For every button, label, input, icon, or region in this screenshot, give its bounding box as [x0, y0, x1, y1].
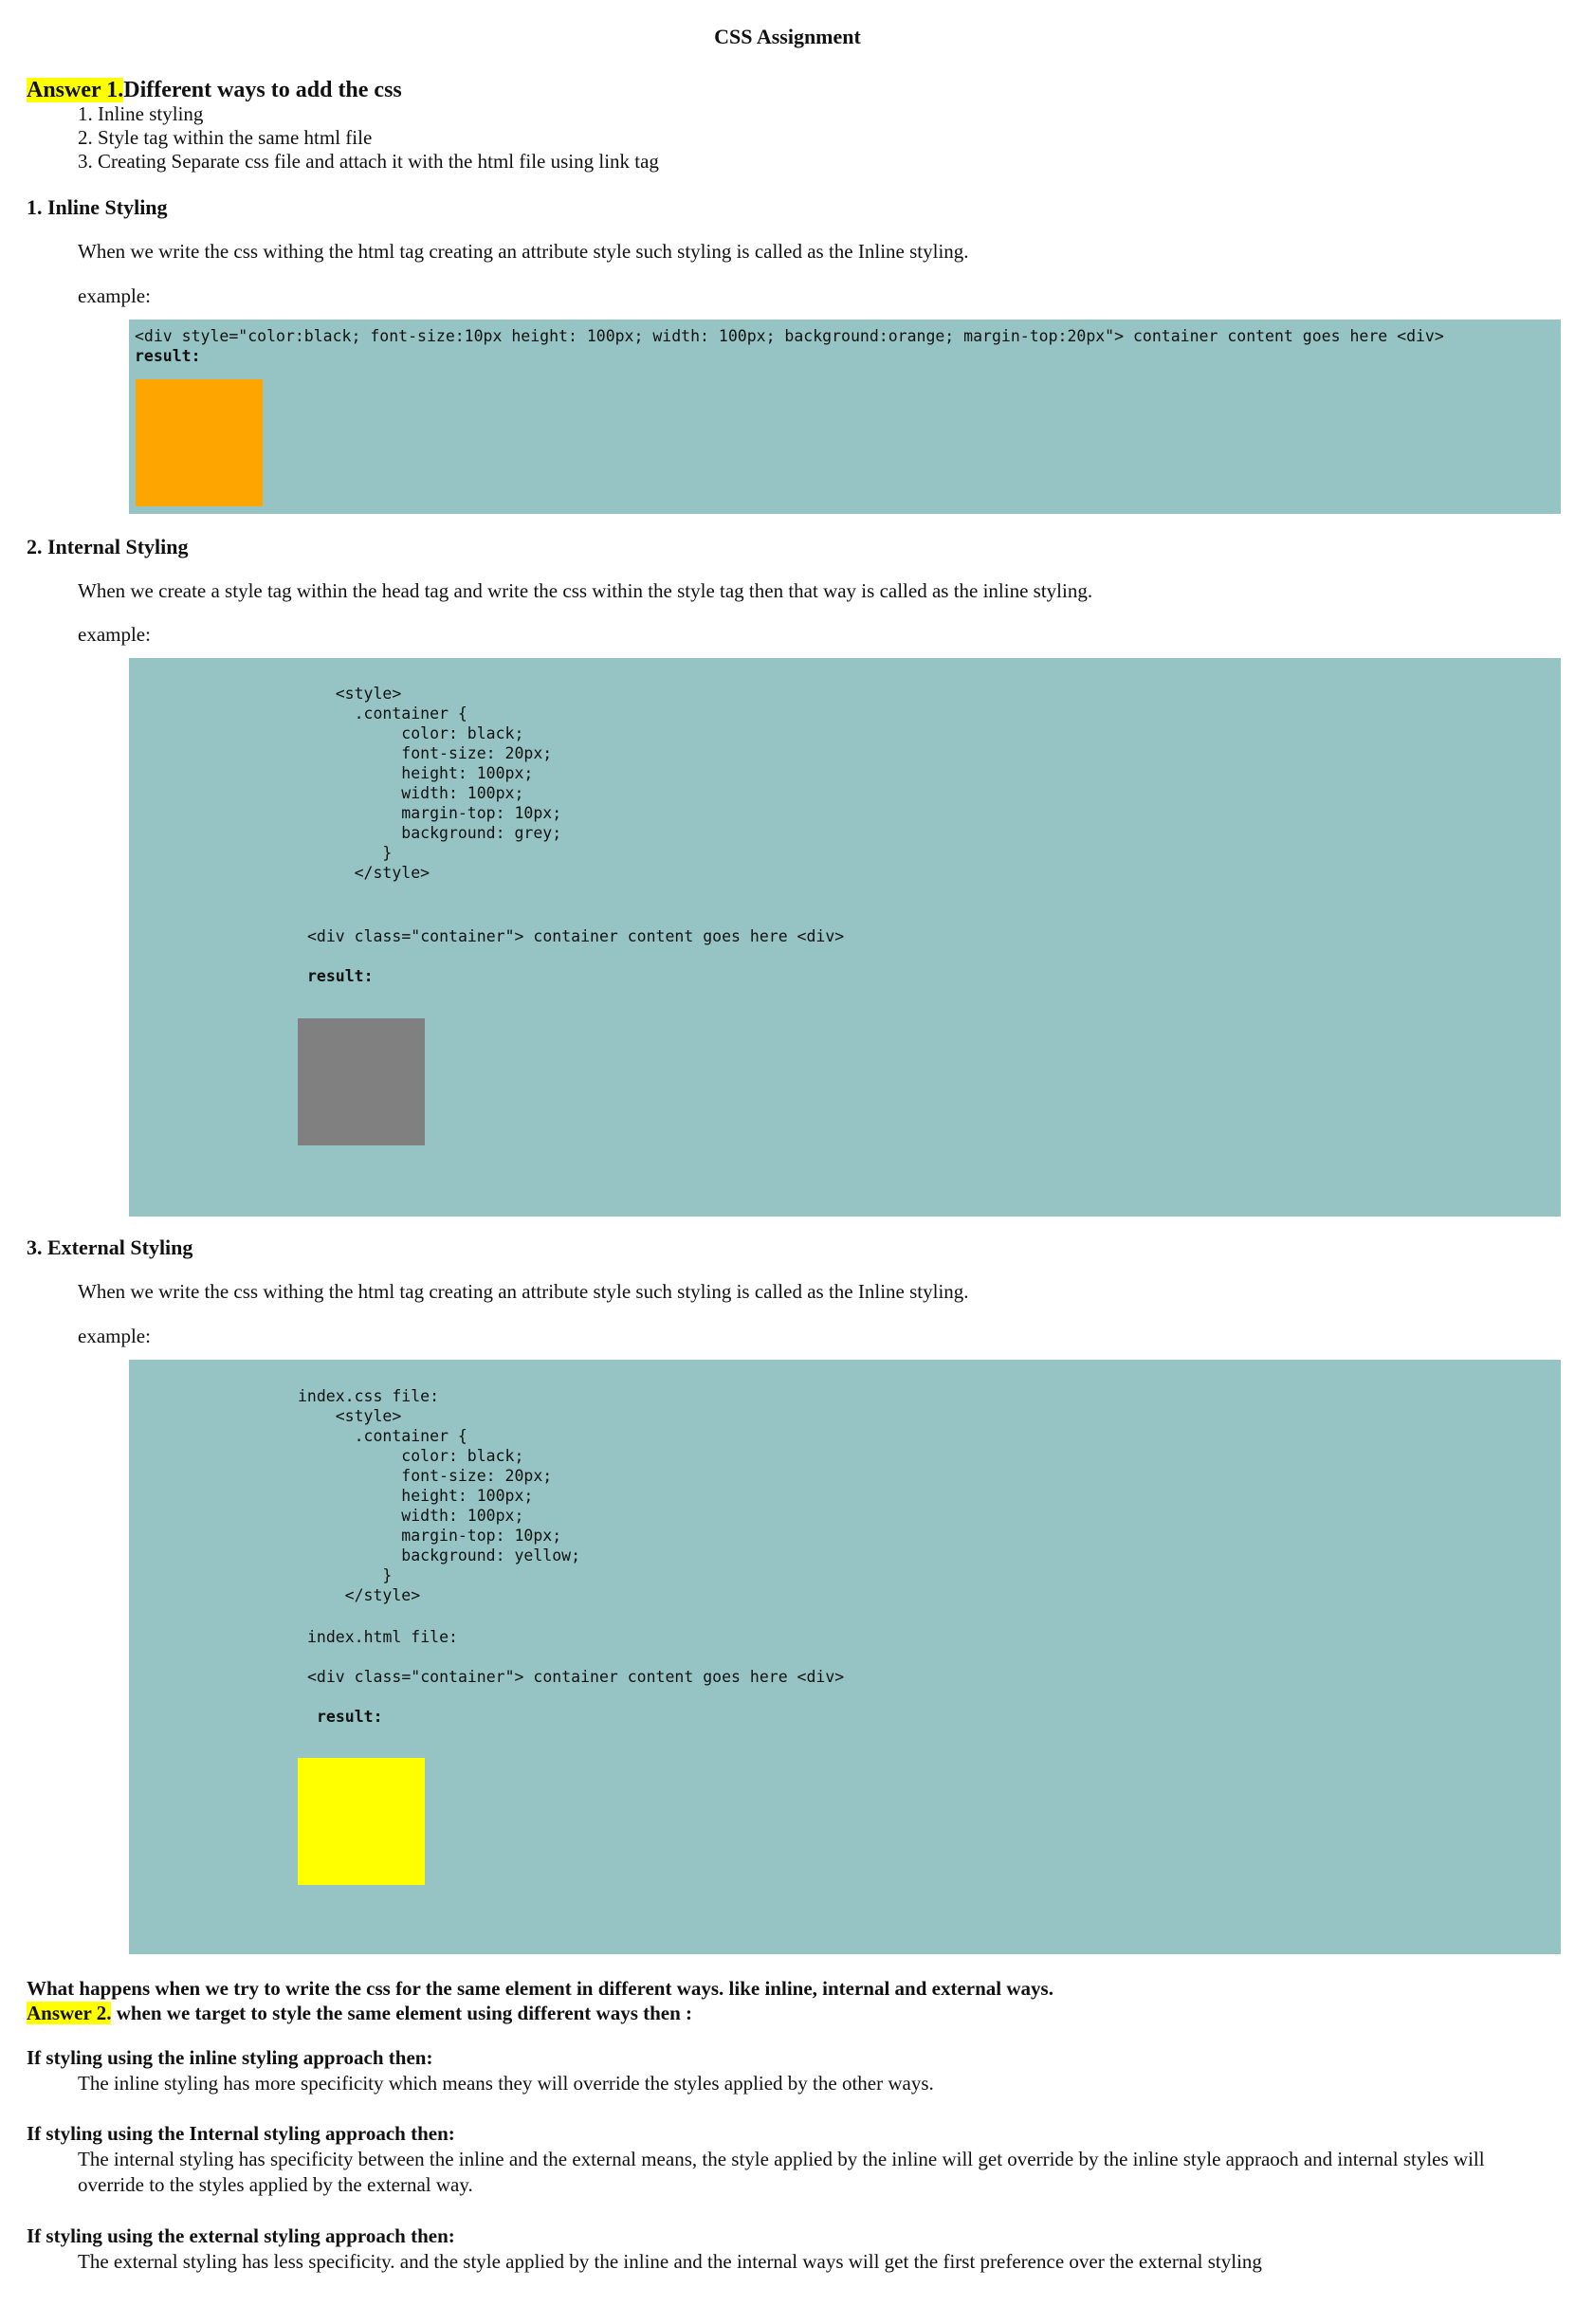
- list-item: 1. Inline styling: [78, 102, 204, 125]
- answer1-badge: Answer 1.: [27, 78, 124, 102]
- code-line: index.css file:: [298, 1387, 440, 1405]
- section3-css-code: index.css file: <style> .container { col…: [298, 1386, 580, 1605]
- code-line: width: 100px;: [298, 784, 524, 802]
- section3-result-label: result:: [317, 1708, 383, 1726]
- section2-result-label: result:: [307, 967, 374, 985]
- section2-html-line: <div class="container"> container conten…: [307, 927, 845, 945]
- page-title: CSS Assignment: [714, 25, 861, 48]
- code-line: }: [298, 1566, 393, 1584]
- code-line: .container {: [298, 705, 467, 723]
- section1-result-label: result:: [135, 347, 201, 365]
- code-line: <style>: [298, 1407, 402, 1425]
- section3-result-box: [298, 1758, 425, 1885]
- code-line: margin-top: 10px;: [298, 804, 562, 822]
- code-line: width: 100px;: [298, 1507, 524, 1525]
- code-line: </style>: [298, 864, 430, 882]
- list-item: 3. Creating Separate css file and attach…: [78, 150, 659, 173]
- code-line: </style>: [298, 1586, 421, 1604]
- ways-list: 1. Inline styling 2. Style tag within th…: [78, 102, 659, 174]
- section1-code-block: <div style="color:black; font-size:10px …: [129, 320, 1561, 514]
- section3-code-block: index.css file: <style> .container { col…: [129, 1360, 1561, 1954]
- code-line: <style>: [298, 685, 402, 703]
- code-line: background: yellow;: [298, 1546, 581, 1565]
- answer2-line: Answer 2. when we target to style the sa…: [27, 2002, 692, 2025]
- section2-css-code: <style> .container { color: black; font-…: [298, 684, 561, 883]
- section3-html-line: <div class="container"> container conten…: [307, 1668, 845, 1686]
- question2: What happens when we try to write the cs…: [27, 1977, 1053, 2000]
- code-line: }: [298, 844, 393, 862]
- code-line: font-size: 20px;: [298, 1467, 553, 1485]
- answer2-text: when we target to style the same element…: [111, 2002, 693, 2024]
- answer1-heading-text: Different ways to add the css: [123, 78, 402, 102]
- code-line: color: black;: [298, 1447, 524, 1465]
- section3-description: When we write the css withing the html t…: [78, 1280, 969, 1303]
- section3-html-file-label: index.html file:: [307, 1628, 458, 1646]
- case-inline-text: The inline styling has more specificity …: [78, 2072, 934, 2095]
- section3-example-label: example:: [78, 1325, 151, 1347]
- section2-result-box: [298, 1018, 425, 1145]
- list-item: 2. Style tag within the same html file: [78, 126, 373, 149]
- section2-description: When we create a style tag within the he…: [78, 579, 1093, 602]
- answer1-heading: Answer 1.Different ways to add the css: [27, 78, 402, 103]
- code-line: height: 100px;: [298, 1487, 534, 1505]
- code-line: background: grey;: [298, 824, 562, 842]
- section1-code: <div style="color:black; font-size:10px …: [135, 327, 1444, 345]
- section1-description: When we write the css withing the html t…: [78, 240, 969, 263]
- case-internal-text: The internal styling has specificity bet…: [78, 2148, 1485, 2196]
- case-internal-heading: If styling using the Internal styling ap…: [27, 2122, 455, 2145]
- section2-example-label: example:: [78, 623, 151, 646]
- code-line: color: black;: [298, 724, 524, 742]
- section1-result-box: [136, 379, 263, 506]
- case-external-heading: If styling using the external styling ap…: [27, 2224, 455, 2247]
- code-line: font-size: 20px;: [298, 744, 553, 762]
- section2-code-block: <style> .container { color: black; font-…: [129, 658, 1561, 1217]
- section2-heading: 2. Internal Styling: [27, 535, 189, 558]
- section1-heading: 1. Inline Styling: [27, 195, 168, 219]
- case-inline-heading: If styling using the inline styling appr…: [27, 2046, 433, 2069]
- code-line: margin-top: 10px;: [298, 1527, 562, 1545]
- answer2-badge: Answer 2.: [27, 2002, 112, 2024]
- case-external-text: The external styling has less specificit…: [78, 2250, 1262, 2273]
- code-line: height: 100px;: [298, 764, 534, 782]
- code-line: .container {: [298, 1427, 467, 1445]
- section1-example-label: example:: [78, 284, 151, 307]
- section3-heading: 3. External Styling: [27, 1235, 193, 1259]
